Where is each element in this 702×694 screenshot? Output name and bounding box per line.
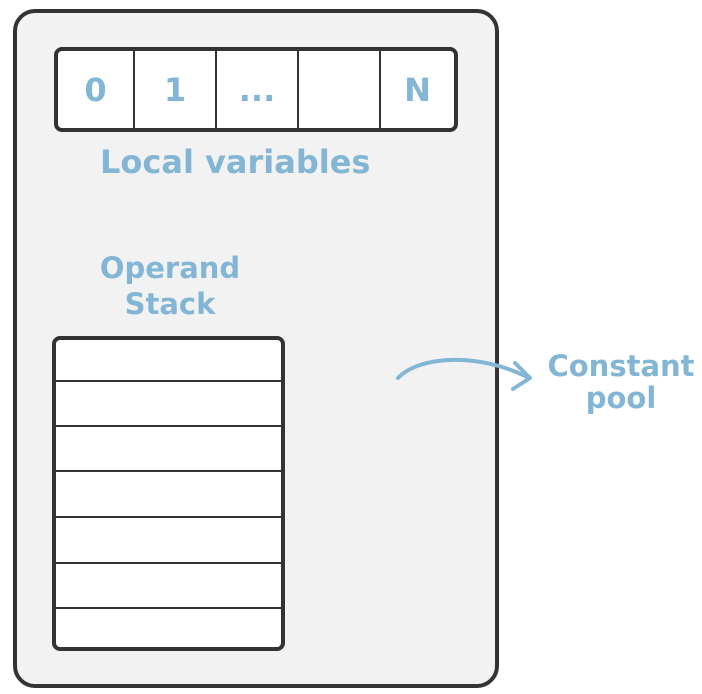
operand-stack-divider — [56, 516, 281, 518]
local-variable-slot-1: 1 — [135, 51, 217, 128]
operand-stack-divider — [56, 562, 281, 564]
local-variables-array: 0 1 ... N — [54, 47, 458, 132]
operand-stack-label: Operand Stack — [70, 250, 270, 322]
constant-pool-label: Constant pool — [536, 350, 702, 414]
local-variable-slot-empty — [299, 51, 381, 128]
operand-stack-label-line1: Operand — [99, 251, 241, 285]
local-variable-slot-n: N — [404, 70, 431, 109]
operand-stack-divider — [56, 380, 281, 382]
local-variable-slot-0: 0 — [58, 51, 135, 128]
operand-stack — [52, 336, 285, 651]
constant-pool-arrow-icon — [396, 357, 532, 391]
local-variable-slot-ellipsis: ... — [217, 51, 299, 128]
operand-stack-divider — [56, 607, 281, 609]
constant-pool-label-line1: Constant — [547, 349, 695, 383]
operand-stack-label-line2: Stack — [124, 287, 216, 321]
constant-pool-label-line2: pool — [585, 381, 657, 415]
operand-stack-divider — [56, 425, 281, 427]
local-variables-label: Local variables — [100, 143, 371, 181]
operand-stack-divider — [56, 470, 281, 472]
